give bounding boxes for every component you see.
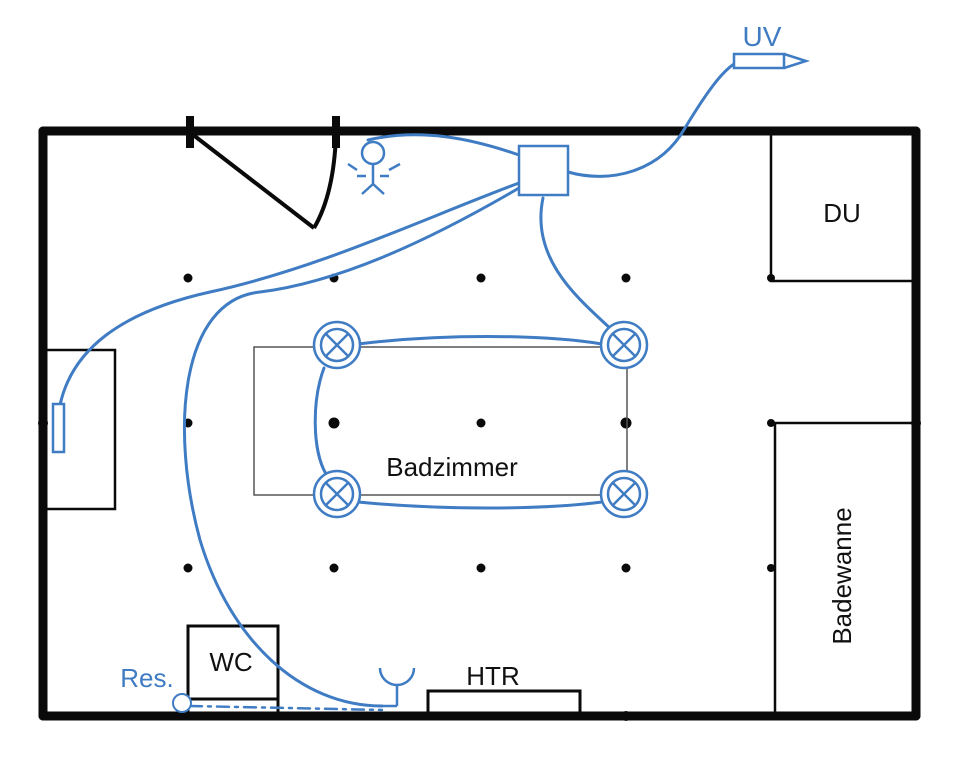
wire-light-top bbox=[356, 335, 604, 346]
ceiling-light-icon bbox=[599, 469, 649, 519]
wire-socket bbox=[182, 186, 521, 708]
ceiling-light-icon bbox=[599, 320, 649, 370]
ceiling-light-icon bbox=[312, 469, 362, 519]
door-swing-arc bbox=[312, 133, 338, 230]
junction-box-icon bbox=[517, 144, 570, 197]
door bbox=[186, 116, 340, 230]
reserve-label: Res. bbox=[120, 663, 173, 693]
shower-label: DU bbox=[823, 198, 861, 228]
heater-label: HTR bbox=[466, 661, 519, 691]
room-area-outline bbox=[253, 346, 628, 496]
wc-label: WC bbox=[209, 647, 252, 677]
wire-wall-light bbox=[366, 133, 521, 157]
wiring bbox=[58, 62, 736, 712]
wall-light-icon bbox=[347, 140, 401, 195]
bathtub bbox=[773, 421, 916, 716]
left-wall-element bbox=[43, 348, 117, 511]
heater bbox=[426, 689, 582, 716]
wall-outlet-icon bbox=[51, 402, 66, 454]
room-label: Badzimmer bbox=[386, 452, 518, 482]
door-leaf bbox=[190, 132, 316, 230]
wire-light-left bbox=[313, 366, 328, 476]
distribution-board-label: UV bbox=[743, 21, 782, 52]
wire-light-bottom bbox=[356, 500, 604, 510]
wire-uv-feed bbox=[566, 62, 736, 178]
wire-left-wall bbox=[58, 181, 521, 407]
ceiling-light-icon bbox=[312, 320, 362, 370]
wire-lights bbox=[539, 196, 614, 332]
socket-icon bbox=[378, 667, 416, 708]
wc bbox=[186, 624, 280, 716]
shower bbox=[769, 131, 916, 283]
distribution-board-icon bbox=[732, 52, 811, 70]
wire-reserve bbox=[188, 704, 384, 712]
bathtub-label: Badewanne bbox=[827, 507, 857, 644]
reserve-marker-icon bbox=[172, 693, 192, 713]
